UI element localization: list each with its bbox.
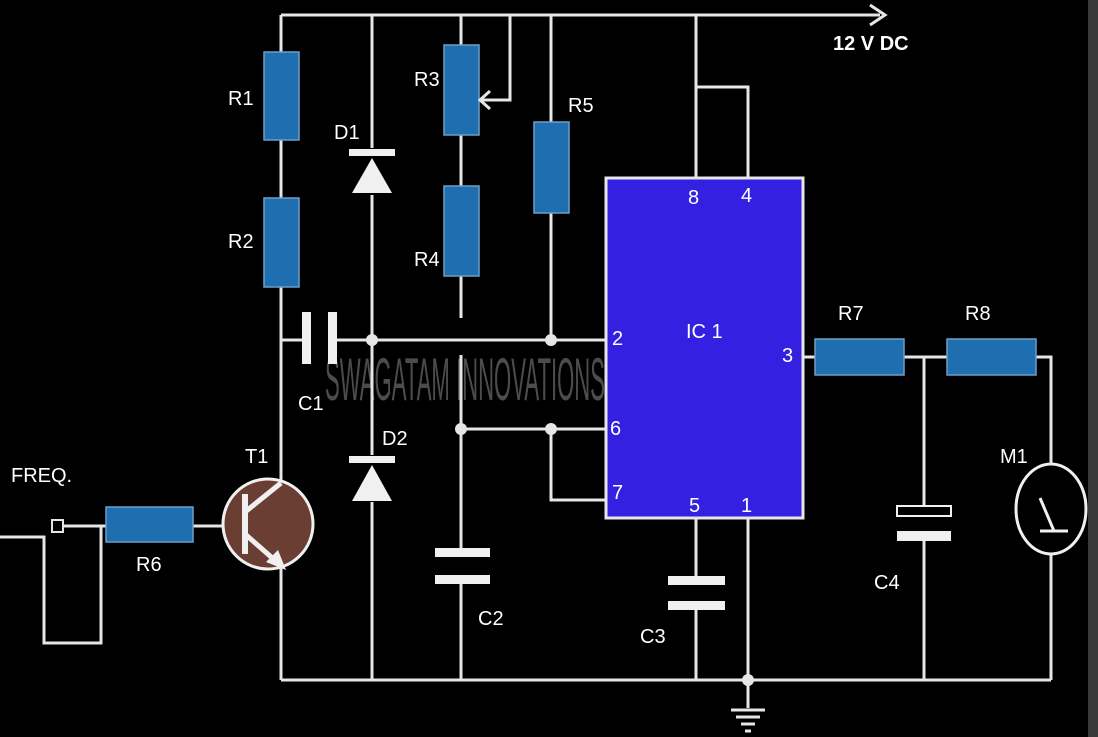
resistor-r7 [814,338,905,376]
label-t1: T1 [245,446,268,468]
capacitor-c1 [302,312,337,364]
ic-pin-8: 8 [688,187,699,209]
potentiometer-r3 [443,44,480,136]
capacitor-c4 [896,505,952,541]
label-r7: R7 [838,303,864,325]
ic-label: IC 1 [686,321,723,343]
window-edge-strip [1088,0,1098,737]
label-c4: C4 [874,572,900,594]
label-d2: D2 [382,428,408,450]
resistor-r8 [946,338,1037,376]
label-r5: R5 [568,95,594,117]
freq-label: FREQ. [11,465,72,487]
wiper-arrow-icon [477,89,492,111]
ic-pin-4: 4 [741,185,752,207]
supply-arrow-icon [869,3,888,27]
ic-pin-3: 3 [782,345,793,367]
label-r8: R8 [965,303,991,325]
capacitor-c2 [435,548,490,584]
ic-pin-5: 5 [689,495,700,517]
label-r2: R2 [228,231,254,253]
resistor-r2 [263,197,300,288]
label-r1: R1 [228,88,254,110]
label-c3: C3 [640,626,666,648]
label-c2: C2 [478,608,504,630]
junction-dots [366,334,754,686]
ground-icon [731,708,765,733]
label-r6: R6 [136,554,162,576]
watermark: SWAGATAM INNOVATIONS [325,346,605,413]
resistor-r5 [533,121,570,214]
ic-555-chip [604,176,805,520]
label-r4: R4 [414,249,440,271]
diode-d2-icon [349,456,395,501]
resistor-r6 [105,506,194,543]
label-c1: C1 [298,393,324,415]
ic-pin-7: 7 [612,482,623,504]
input-terminal [51,519,64,533]
supply-label: 12 V DC [833,33,909,55]
wires [0,13,1053,708]
diode-d1-icon [349,149,395,193]
ic-pin-6: 6 [610,418,621,440]
label-m1: M1 [1000,446,1028,468]
label-r3: R3 [414,69,440,91]
ic-pin-1: 1 [741,495,752,517]
ic-pin-2: 2 [612,328,623,350]
transistor-t1-icon [221,477,315,571]
resistor-r4 [443,185,480,277]
meter-m1-icon [1014,462,1088,556]
resistor-r1 [263,51,300,141]
label-d1: D1 [334,122,360,144]
capacitor-c3 [668,576,725,610]
